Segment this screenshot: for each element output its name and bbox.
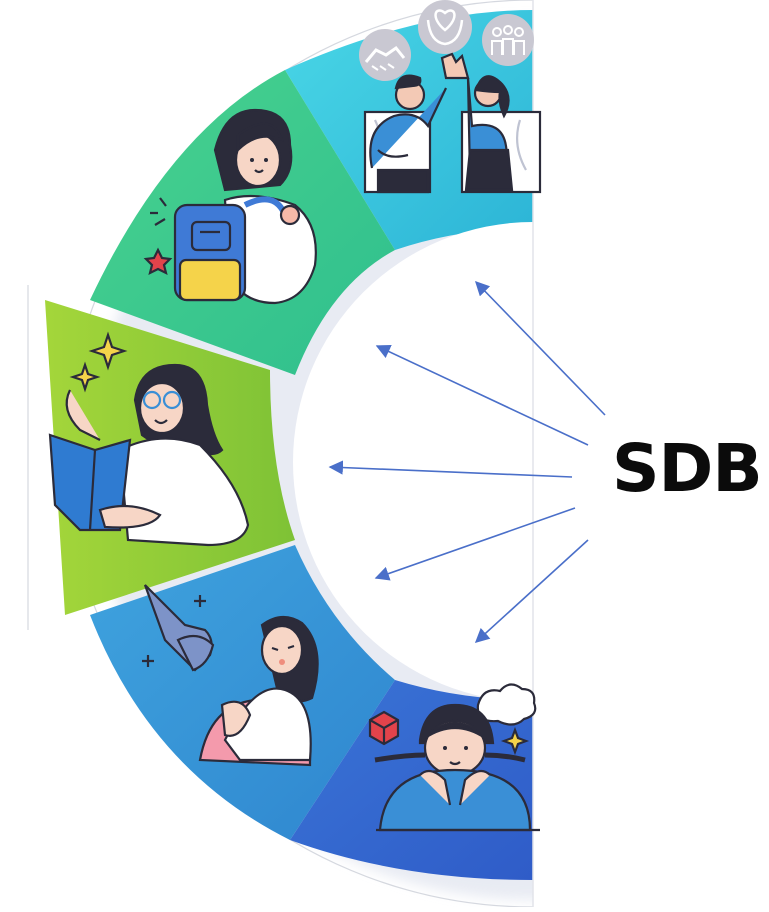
- star-icon: [143, 247, 173, 276]
- group-icon: [482, 14, 534, 66]
- girl-reading-book-illustration: [48, 331, 250, 547]
- badge-icons: [359, 0, 534, 81]
- comforting-sad-girl-illustration: [142, 584, 319, 767]
- arrow-5: [474, 539, 589, 643]
- thinking-girl-illustration: [368, 683, 540, 832]
- handshake-icon: [359, 29, 411, 81]
- arrows: [328, 280, 606, 643]
- sparkle-icon: [500, 726, 530, 756]
- student-with-backpack-illustration: [143, 108, 317, 305]
- sparkle-icon: [88, 331, 128, 371]
- arrow-1: [474, 280, 606, 416]
- sdb-label: SDB: [612, 430, 763, 507]
- arrow-4: [374, 507, 576, 581]
- sparkle-icon: [69, 361, 101, 393]
- arrow-3: [328, 460, 573, 478]
- teamwork-high-five-illustration: [363, 52, 542, 194]
- inner-circle: [293, 222, 533, 702]
- heart-hands-icon: [418, 0, 472, 54]
- arrow-2: [375, 344, 589, 446]
